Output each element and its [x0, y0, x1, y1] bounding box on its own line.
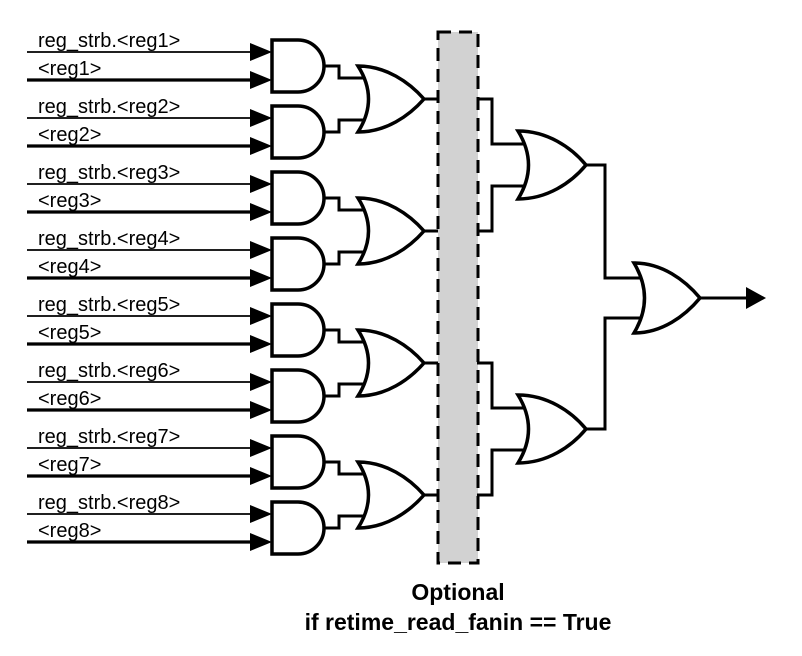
- value-label: <reg5>: [38, 322, 101, 344]
- or6-output-wire: [585, 316, 648, 431]
- and-gate: [270, 170, 326, 226]
- input-arrowhead-icon: [250, 401, 272, 419]
- input-arrowhead-icon: [250, 335, 272, 353]
- input-row: reg_strb.<reg7> <reg7>: [27, 426, 366, 490]
- output-arrowhead-icon: [746, 287, 766, 309]
- or-final-group: [630, 261, 766, 335]
- caption-line1: Optional: [411, 579, 504, 605]
- value-label: <reg3>: [38, 190, 101, 212]
- or-gate-level1: [354, 460, 427, 530]
- input-arrowhead-icon: [250, 373, 272, 391]
- strobe-label: reg_strb.<reg6>: [38, 360, 180, 382]
- and-gate: [270, 302, 326, 358]
- and-gate: [270, 104, 326, 160]
- and-to-or-wire: [324, 460, 366, 476]
- value-label: <reg4>: [38, 256, 101, 278]
- and-gate: [270, 368, 326, 424]
- strobe-label: reg_strb.<reg8>: [38, 492, 180, 514]
- and-to-or-wire: [324, 118, 366, 134]
- strobe-label: reg_strb.<reg7>: [38, 426, 180, 448]
- input-arrowhead-icon: [250, 241, 272, 259]
- input-arrowhead-icon: [250, 43, 272, 61]
- or-level2-group: [514, 129, 648, 465]
- input-arrowhead-icon: [250, 467, 272, 485]
- input-arrowhead-icon: [250, 175, 272, 193]
- input-arrowhead-icon: [250, 269, 272, 287]
- or-gate-level2: [514, 393, 589, 465]
- value-label: <reg1>: [38, 58, 101, 80]
- region-output-wires: [477, 97, 528, 497]
- and-to-or-wire: [324, 382, 366, 398]
- strobe-label: reg_strb.<reg3>: [38, 162, 180, 184]
- input-row: reg_strb.<reg2> <reg2>: [27, 96, 366, 160]
- or-gate-level1: [354, 328, 427, 398]
- and-gate: [270, 500, 326, 556]
- and-gate: [270, 236, 326, 292]
- input-row: reg_strb.<reg3> <reg3>: [27, 162, 366, 226]
- input-row: reg_strb.<reg6> <reg6>: [27, 360, 366, 424]
- strobe-label: reg_strb.<reg2>: [38, 96, 180, 118]
- input-row: reg_strb.<reg4> <reg4>: [27, 228, 366, 292]
- input-arrowhead-icon: [250, 137, 272, 155]
- caption-line2: if retime_read_fanin == True: [305, 609, 612, 635]
- input-arrowhead-icon: [250, 203, 272, 221]
- and-to-or-wire: [324, 196, 366, 212]
- or-gate-level2: [514, 129, 589, 201]
- and-to-or-wire: [324, 514, 366, 530]
- and-gate: [270, 38, 326, 94]
- value-label: <reg6>: [38, 388, 101, 410]
- or-gate-level1: [354, 196, 427, 266]
- optional-retime-region: [436, 30, 480, 565]
- wire: [477, 361, 528, 410]
- wire: [477, 184, 528, 233]
- input-arrowhead-icon: [250, 533, 272, 551]
- and-to-or-wire: [324, 250, 366, 266]
- and-to-or-wire: [324, 64, 366, 80]
- input-arrowhead-icon: [250, 71, 272, 89]
- strobe-label: reg_strb.<reg4>: [38, 228, 180, 250]
- or-level1-group: [354, 64, 440, 530]
- strobe-label: reg_strb.<reg1>: [38, 30, 180, 52]
- and-to-or-wire: [324, 328, 366, 344]
- input-arrowhead-icon: [250, 307, 272, 325]
- input-arrowhead-icon: [250, 439, 272, 457]
- wire: [477, 97, 528, 146]
- input-row: reg_strb.<reg1> <reg1>: [27, 30, 366, 94]
- wire: [477, 448, 528, 497]
- and-gate: [270, 434, 326, 490]
- or-gate-final: [630, 261, 703, 335]
- input-arrowhead-icon: [250, 109, 272, 127]
- value-label: <reg7>: [38, 454, 101, 476]
- input-arrowhead-icon: [250, 505, 272, 523]
- input-row: reg_strb.<reg5> <reg5>: [27, 294, 366, 358]
- or5-output-wire: [585, 163, 648, 280]
- input-row: reg_strb.<reg8> <reg8>: [27, 492, 366, 556]
- value-label: <reg8>: [38, 520, 101, 542]
- or-gate-level1: [354, 64, 427, 134]
- strobe-label: reg_strb.<reg5>: [38, 294, 180, 316]
- value-label: <reg2>: [38, 124, 101, 146]
